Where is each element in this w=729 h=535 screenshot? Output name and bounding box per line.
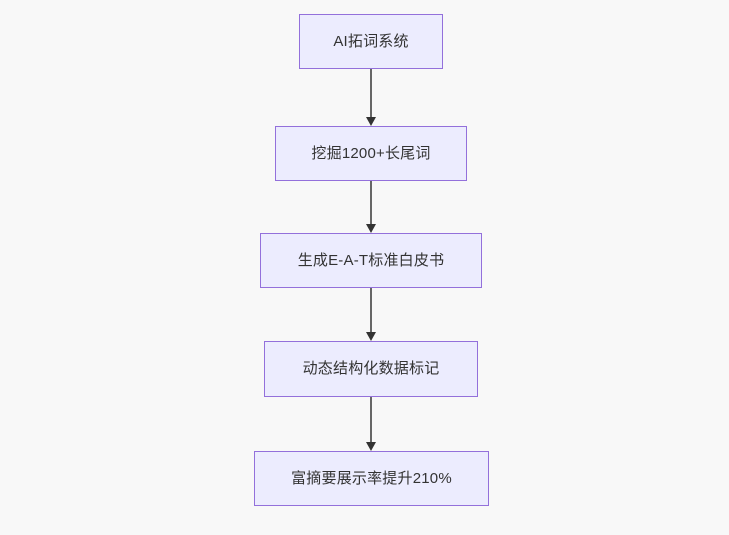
flow-node-label: AI拓词系统 — [333, 32, 409, 50]
flow-edge-line — [370, 69, 372, 118]
flow-edge-line — [370, 288, 372, 333]
flow-node-label: 生成E-A-T标准白皮书 — [297, 251, 445, 269]
arrow-head-icon — [366, 332, 376, 341]
arrow-head-icon — [366, 224, 376, 233]
flow-node-label: 动态结构化数据标记 — [302, 360, 440, 377]
arrow-head-icon — [366, 442, 376, 451]
flow-edge-line — [370, 397, 372, 443]
flow-node-mine-longtail-keywords[interactable]: 挖掘1200+长尾词 — [275, 126, 467, 181]
arrow-head-icon — [366, 117, 376, 126]
flow-edge-line — [370, 181, 372, 225]
flow-node-label: 挖掘1200+长尾词 — [311, 144, 431, 162]
flow-node-generate-eat-whitepaper[interactable]: 生成E-A-T标准白皮书 — [260, 233, 482, 288]
flow-node-dynamic-structured-data-markup[interactable]: 动态结构化数据标记 — [264, 341, 478, 397]
flow-node-label: 富摘要展示率提升210% — [291, 469, 452, 487]
flow-node-rich-snippet-impression-uplift[interactable]: 富摘要展示率提升210% — [254, 451, 489, 506]
flow-node-ai-keyword-system[interactable]: AI拓词系统 — [299, 14, 443, 69]
